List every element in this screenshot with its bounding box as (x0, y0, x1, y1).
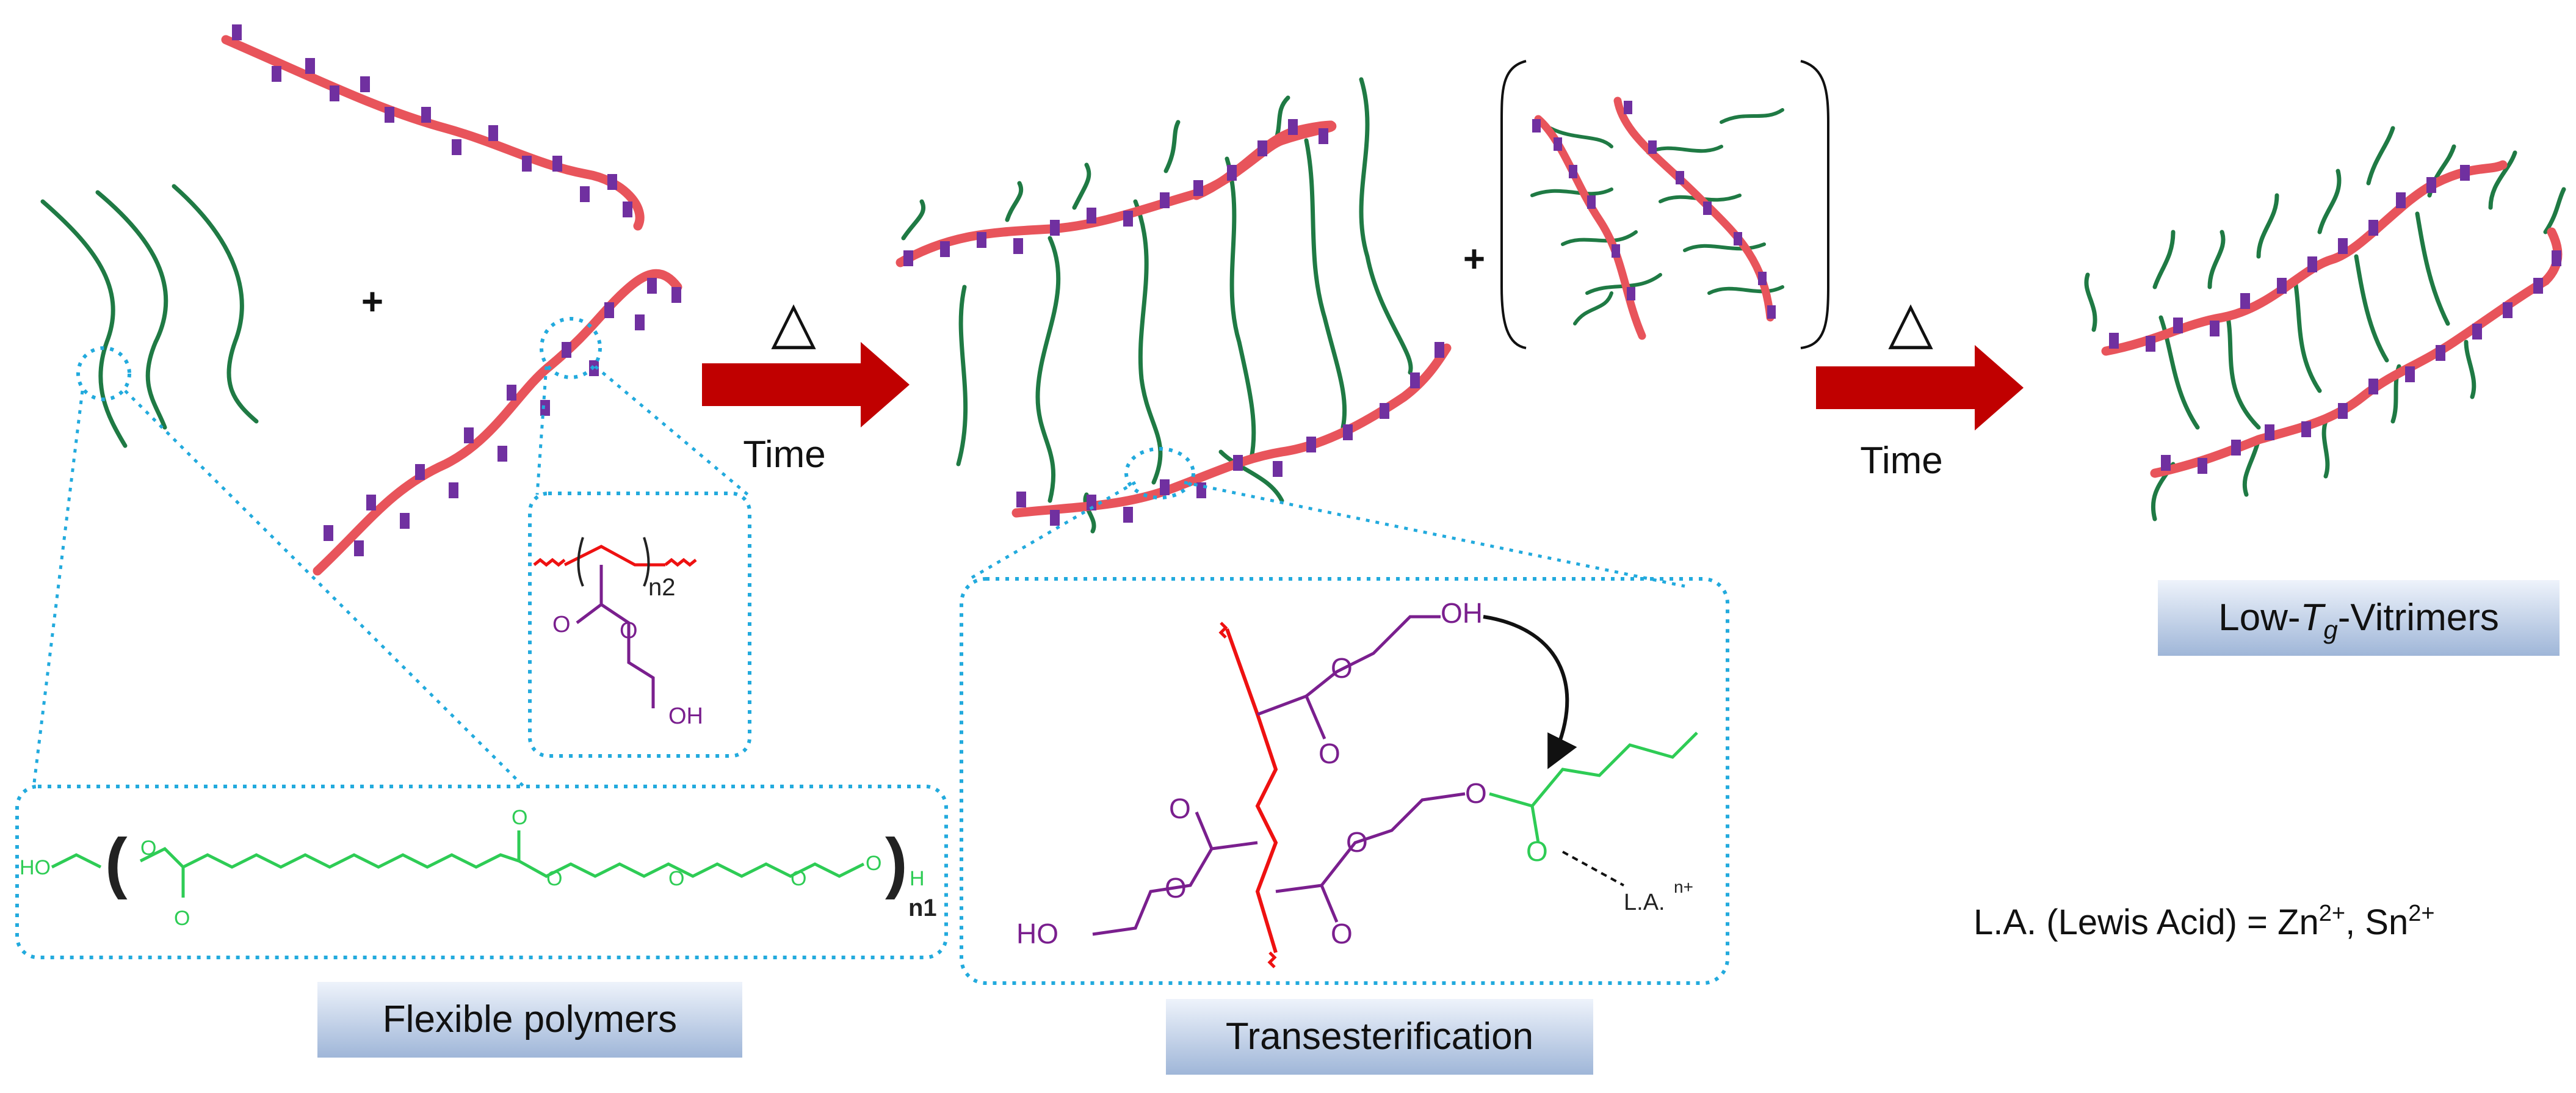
atom-label: O (1465, 777, 1487, 809)
plus-sign: + (361, 281, 383, 323)
caption-suffix: -Vitrimers (2338, 597, 2499, 639)
bracket-open: ( (105, 825, 128, 900)
caption-tg-g: g (2323, 615, 2337, 644)
zoom-line (32, 390, 84, 788)
time-label: Time (1860, 440, 1942, 482)
atom-label: O (668, 867, 684, 890)
monomer-structure-inset: n2 O O OH (528, 492, 751, 758)
flexible-polymer-chains (40, 184, 259, 448)
zoom-circle-crosslink (1124, 447, 1195, 499)
caption-text: Flexible polymers (383, 998, 677, 1040)
zoom-line (124, 390, 526, 789)
plus-sign: + (1463, 238, 1485, 280)
vitrimer-network (2084, 126, 2566, 521)
lewis-acid-charge: n+ (1674, 877, 1693, 896)
caption-flexible-polymers: Flexible polymers (317, 982, 742, 1058)
time-label: Time (743, 434, 825, 476)
atom-label: O (620, 618, 638, 644)
caption-prefix: Low- (2218, 597, 2300, 639)
atom-label: O (546, 867, 562, 890)
note-separator: , Sn (2345, 902, 2408, 942)
backbone-polymer-top (221, 24, 645, 231)
crosslinked-network (895, 77, 1452, 534)
sn-charge: 2+ (2408, 901, 2434, 926)
atom-label: O (1346, 826, 1368, 858)
atom-label: HO (1016, 918, 1058, 950)
heat-symbol: △ (771, 289, 816, 355)
zoom-line (966, 481, 1137, 582)
atom-label: O (1331, 918, 1353, 950)
atom-label: O (791, 867, 806, 890)
atom-label: O (552, 612, 571, 637)
lewis-acid-note: L.A. (Lewis Acid) = Zn2+, Sn2+ (1974, 901, 2435, 942)
repeat-index-n2: n2 (648, 574, 676, 601)
reaction-arrow-2: △ Time (1816, 289, 2024, 482)
atom-label: OH (668, 703, 703, 729)
bracketed-network (1500, 60, 1829, 349)
caption-text: Transesterification (1226, 1015, 1533, 1058)
atom-label: O (1319, 738, 1340, 769)
atom-label: OH (1441, 597, 1483, 629)
atom-label: O (866, 852, 881, 875)
caption-text: Low-Tg-Vitrimers (2218, 597, 2499, 644)
zoom-line (594, 365, 749, 496)
zoom-line (535, 366, 548, 495)
atom-label: H (910, 867, 925, 890)
bracket-close: ) (885, 825, 908, 900)
atom-label: O (174, 907, 190, 930)
atom-label: O (1165, 872, 1187, 904)
zoom-circle-backbone (540, 317, 602, 379)
atom-label: O (1331, 652, 1353, 684)
repeat-index-n1: n1 (908, 895, 937, 921)
flexible-polymer-structure: HO ( O O O O O O O ) H n1 (15, 785, 948, 959)
atom-label: O (512, 806, 527, 829)
atom-label: O (140, 837, 156, 860)
zoom-line (1184, 481, 1685, 588)
transesterification-mechanism: O O OH O O HO O O O O L.A. n+ (960, 577, 1729, 985)
lewis-acid-label: L.A. (1624, 890, 1665, 915)
atom-label: O (1526, 835, 1548, 867)
note-prefix: L.A. (Lewis Acid) = Zn (1974, 902, 2319, 942)
caption-transesterification: Transesterification (1166, 999, 1593, 1075)
backbone-polymer-bottom (313, 269, 682, 576)
caption-tg-T: T (2301, 597, 2326, 639)
zn-charge: 2+ (2319, 901, 2345, 926)
caption-low-tg-vitrimers: Low-Tg-Vitrimers (2158, 580, 2560, 656)
heat-symbol: △ (1888, 289, 1933, 355)
zoom-circle-flexible (76, 346, 131, 401)
atom-label: HO (20, 856, 51, 879)
atom-label: O (1169, 793, 1191, 824)
reaction-arrow-1: △ Time (702, 289, 910, 476)
